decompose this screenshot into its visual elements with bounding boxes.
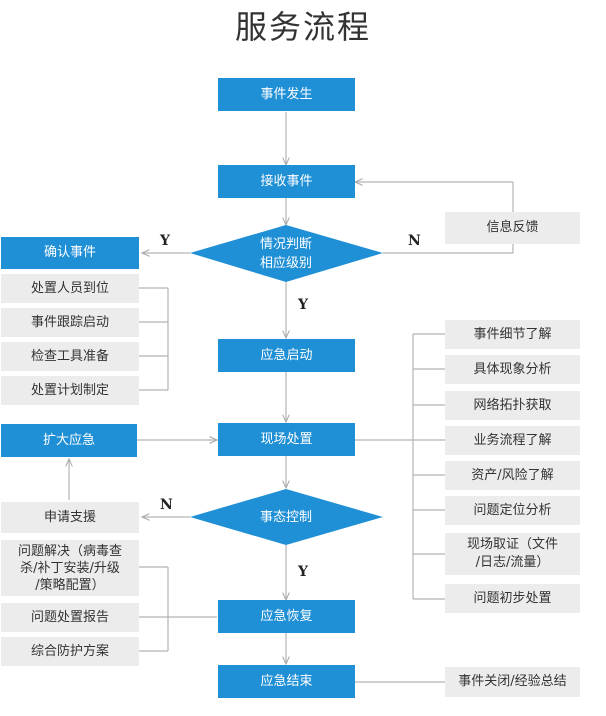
onsite-item-4: 业务流程了解 xyxy=(445,426,580,455)
judge-label: 情况判断 相应级别 xyxy=(259,237,312,271)
yes-label-confirm: Y xyxy=(160,233,170,249)
node-event-occur: 事件发生 xyxy=(218,78,355,111)
no-label-support: N xyxy=(160,497,173,513)
prep-item-4: 处置计划制定 xyxy=(1,376,139,405)
prep-item-3: 检查工具准备 xyxy=(1,342,139,371)
node-emergency-start: 应急启动 xyxy=(218,339,355,372)
onsite-item-2: 具体现象分析 xyxy=(445,355,580,384)
node-expand: 扩大应急 xyxy=(1,424,137,457)
control-label: 事态控制 xyxy=(259,509,312,525)
recover-item-2: 问题处置报告 xyxy=(1,603,139,632)
onsite-item-8: 问题初步处置 xyxy=(445,584,580,613)
prep-item-2: 事件跟踪启动 xyxy=(1,308,139,337)
onsite-item-5: 资产/风险了解 xyxy=(445,461,580,490)
recover-item-1: 问题解决（病毒查 杀/补丁安装/升级 /策略配置） xyxy=(1,540,139,596)
control-diamond xyxy=(190,489,383,545)
yes-label-recover: Y xyxy=(298,564,308,580)
node-finish: 应急结束 xyxy=(218,665,355,698)
recover-item-3: 综合防护方案 xyxy=(1,637,139,666)
onsite-item-3: 网络拓扑获取 xyxy=(445,391,580,420)
judge-diamond xyxy=(190,225,383,282)
node-summary: 事件关闭/经验总结 xyxy=(445,667,580,697)
prep-item-1: 处置人员到位 xyxy=(1,274,139,303)
node-recover: 应急恢复 xyxy=(218,600,355,633)
no-label-feedback: N xyxy=(408,233,421,249)
onsite-item-7: 现场取证（文件 /日志/流量） xyxy=(445,533,580,575)
onsite-item-6: 问题定位分析 xyxy=(445,496,580,525)
node-confirm: 确认事件 xyxy=(1,237,139,269)
page-title: 服务流程 xyxy=(234,8,371,46)
node-feedback: 信息反馈 xyxy=(445,212,580,244)
node-receive-event: 接收事件 xyxy=(218,165,355,198)
node-onsite: 现场处置 xyxy=(218,423,355,456)
yes-label-start: Y xyxy=(298,297,308,313)
onsite-item-1: 事件细节了解 xyxy=(445,320,580,349)
node-support: 申请支援 xyxy=(1,502,139,533)
